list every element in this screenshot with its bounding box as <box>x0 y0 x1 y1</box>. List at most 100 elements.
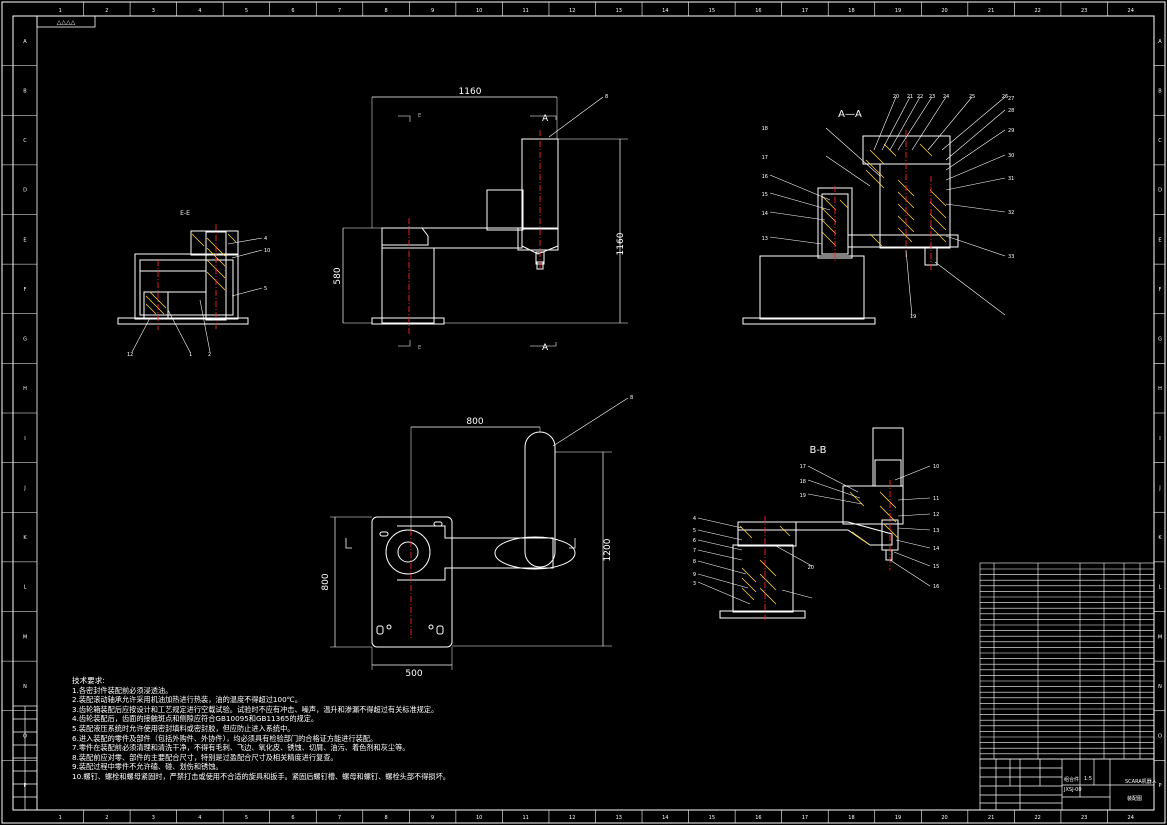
balloon-a-left: 17 <box>762 155 768 161</box>
zone-row-right-I: I <box>1159 436 1160 442</box>
balloon-top: 8 <box>630 395 633 401</box>
balloon-e-1: 4 <box>264 236 267 242</box>
dim-top-width: 800 <box>466 417 483 427</box>
zone-col-bottom-7: 7 <box>338 815 341 821</box>
zone-col-top-6: 6 <box>291 8 294 14</box>
balloon-a-left: 18 <box>762 126 768 132</box>
zone-col-bottom-6: 6 <box>291 815 294 821</box>
technical-requirement-item: 10.螺钉、螺栓和螺母紧固时，严禁打击或使用不合适的旋具和扳手。紧固后螺钉槽、螺… <box>72 771 450 781</box>
technical-requirement-item: 8.装配前应对零、部件的主要配合尺寸，特别是过盈配合尺寸及相关精度进行复查。 <box>72 752 338 762</box>
balloon-b-left: 5 <box>693 528 696 534</box>
zone-col-bottom-21: 21 <box>988 815 994 821</box>
zone-col-bottom-8: 8 <box>384 815 387 821</box>
zone-col-bottom-24: 24 <box>1128 815 1134 821</box>
dim-top-height-right: 1200 <box>603 538 613 561</box>
balloon-a-bottom: 19 <box>910 314 916 320</box>
zone-row-left-L: L <box>24 585 27 591</box>
section-a-title: A—A <box>838 109 862 120</box>
balloon-b-mid: 18 <box>800 479 806 485</box>
zone-col-bottom-23: 23 <box>1081 815 1087 821</box>
balloon-a-top: 24 <box>943 94 949 100</box>
zone-col-bottom-1: 1 <box>59 815 62 821</box>
balloon-a-top: 25 <box>969 94 975 100</box>
balloon-e-2: 10 <box>264 248 270 254</box>
zone-col-bottom-9: 9 <box>431 815 434 821</box>
balloon-b-right: 16 <box>933 584 939 590</box>
zone-col-top-2: 2 <box>105 8 108 14</box>
zone-row-left-G: G <box>23 337 27 343</box>
front-view <box>342 96 628 325</box>
balloon-b-left: 4 <box>693 516 696 522</box>
zone-row-left-E: E <box>23 237 26 243</box>
zone-row-left-H: H <box>23 386 27 392</box>
zone-col-top-7: 7 <box>338 8 341 14</box>
left-revision-table <box>12 705 38 811</box>
section-a-view <box>742 135 959 325</box>
zone-col-top-1: 1 <box>59 8 62 14</box>
zone-col-top-20: 20 <box>941 8 947 14</box>
sheet-label: △△△△ <box>57 19 76 26</box>
section-e-leaders <box>131 237 263 353</box>
balloon-a-left: 14 <box>762 211 768 217</box>
technical-requirement-item: 7.零件在装配前必须清理和清洗干净，不得有毛刺、飞边、氧化皮、锈蚀、切屑、油污、… <box>72 743 410 753</box>
zone-row-left-N: N <box>23 684 27 690</box>
balloon-b-mid: 19 <box>800 493 806 499</box>
zone-col-bottom-16: 16 <box>755 815 761 821</box>
zone-row-right-A: A <box>1158 39 1162 45</box>
zone-col-bottom-12: 12 <box>569 815 575 821</box>
zone-col-top-19: 19 <box>895 8 901 14</box>
top-view <box>330 397 629 670</box>
section-b-hatch <box>739 491 899 605</box>
zone-col-bottom-22: 22 <box>1034 815 1040 821</box>
front-view-centerlines <box>408 130 541 335</box>
balloon-a-right: 29 <box>1008 128 1014 134</box>
zone-row-right-E: E <box>1158 237 1161 243</box>
zone-row-right-P: P <box>1158 783 1161 789</box>
technical-requirement-item: 9.装配过程中零件不允许磕、碰、划伤和锈蚀。 <box>72 762 223 772</box>
zone-col-top-15: 15 <box>709 8 715 14</box>
zone-row-right-N: N <box>1158 684 1162 690</box>
zone-col-top-22: 22 <box>1034 8 1040 14</box>
section-mark-e-bottom: E <box>418 345 421 351</box>
balloon-a-left: 15 <box>762 192 768 198</box>
zone-row-right-O: O <box>1158 734 1162 740</box>
zone-col-bottom-4: 4 <box>198 815 201 821</box>
dim-top-base: 500 <box>405 669 422 679</box>
balloon-b-left: 7 <box>693 548 696 554</box>
zone-col-top-13: 13 <box>616 8 622 14</box>
balloon-e-6: 2 <box>208 352 211 358</box>
section-mark-e-top: E <box>418 113 421 119</box>
zone-row-right-G: G <box>1158 337 1162 343</box>
zone-row-left-I: I <box>24 436 25 442</box>
title-block-drawing-no: JXSJ-00 <box>1064 787 1082 793</box>
zone-col-bottom-3: 3 <box>152 815 155 821</box>
zone-row-right-C: C <box>1158 138 1162 144</box>
technical-requirement-item: 1.各密封件装配前必须浸透油。 <box>72 685 173 695</box>
zone-row-left-J: J <box>23 485 25 491</box>
sheet-label-box <box>36 15 96 28</box>
front-view-section-marks <box>398 115 557 347</box>
balloon-a-top: 21 <box>907 94 913 100</box>
zone-col-top-5: 5 <box>245 8 248 14</box>
zone-col-top-14: 14 <box>662 8 668 14</box>
balloon-e-3: 5 <box>264 286 267 292</box>
technical-requirement-item: 4.齿轮装配后，齿面的接触斑点和侧隙应符合GB10095和GB11365的规定。 <box>72 714 319 724</box>
zone-col-top-12: 12 <box>569 8 575 14</box>
technical-requirement-item: 5.装配液压系统时允许使用密封填料或密封胶，但应防止进入系统中。 <box>72 723 295 733</box>
balloon-b-right: 10 <box>933 464 939 470</box>
zone-col-bottom-2: 2 <box>105 815 108 821</box>
title-block-drawing-title: SCARA机器人 <box>1125 779 1157 785</box>
section-e-view <box>117 230 249 325</box>
zone-row-right-F: F <box>1159 287 1162 293</box>
zone-col-top-18: 18 <box>848 8 854 14</box>
balloon-e-5: 1 <box>189 352 192 358</box>
section-a-leaders <box>769 96 1006 317</box>
balloon-b-right: 12 <box>933 512 939 518</box>
section-b-title: B-B <box>810 445 827 456</box>
